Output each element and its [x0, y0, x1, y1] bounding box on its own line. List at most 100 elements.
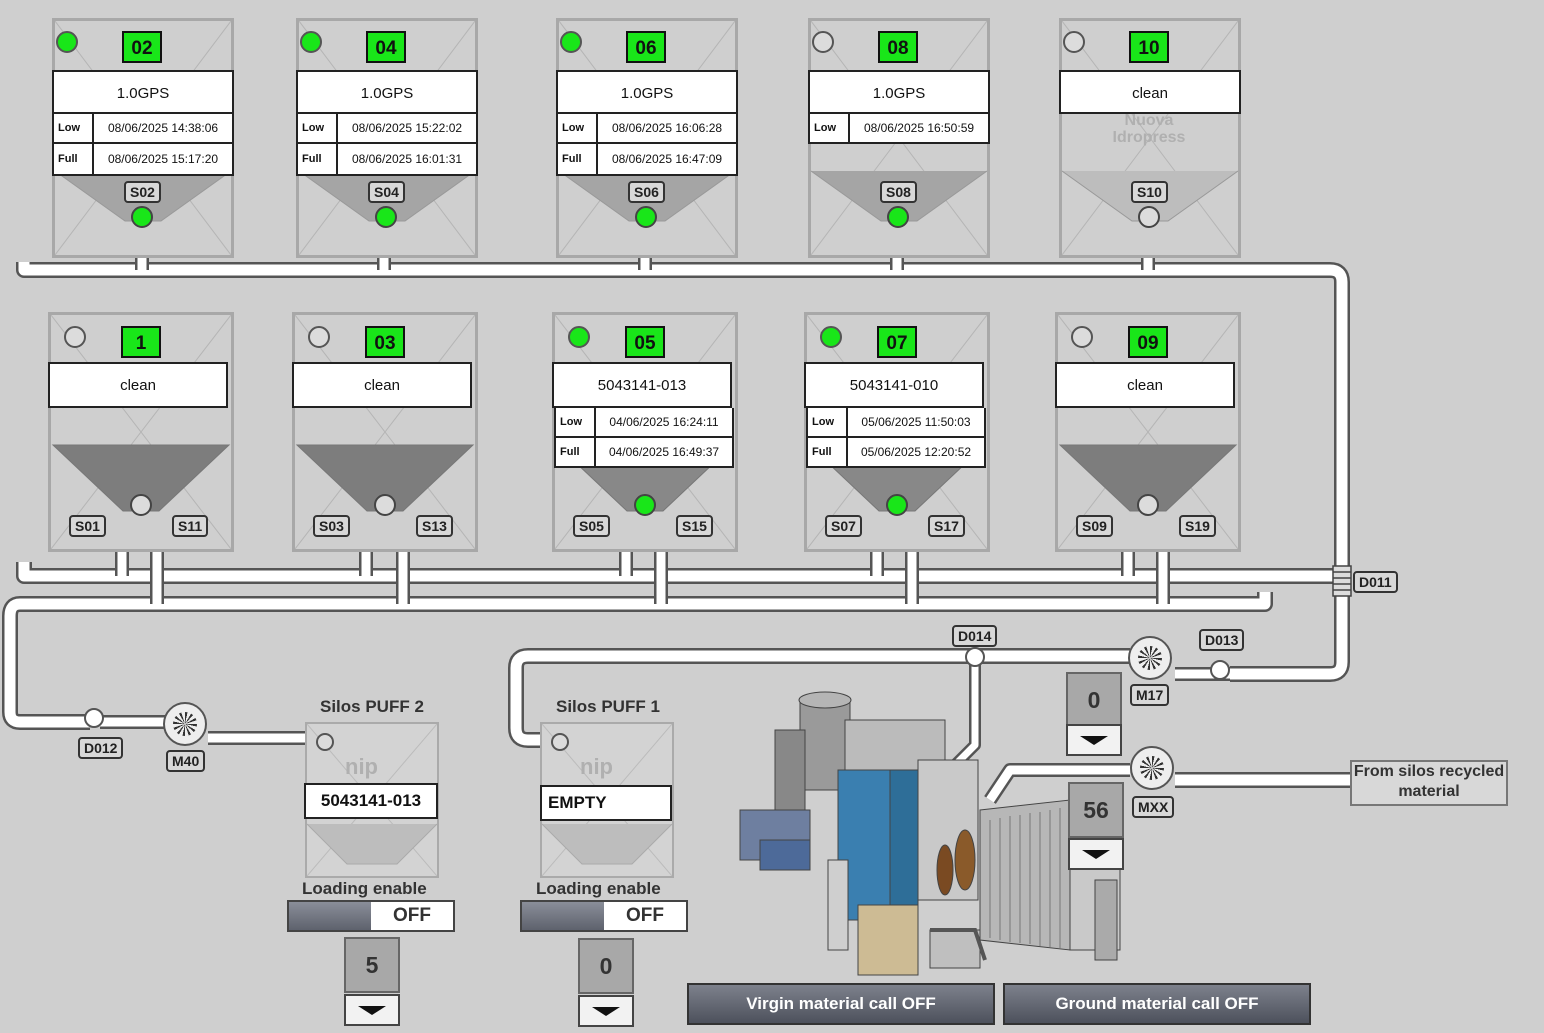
puff2-loading-toggle[interactable]: OFF: [287, 900, 455, 932]
valve-tag-S10[interactable]: S10: [1131, 181, 1168, 203]
valve-tag-S15[interactable]: S15: [676, 515, 713, 537]
upper-silo-number: 08: [878, 31, 918, 63]
full-label: Full: [298, 144, 338, 174]
fan-m40-tag[interactable]: M40: [166, 750, 206, 772]
valve-tag-S02[interactable]: S02: [124, 181, 161, 203]
damper-d013-tag[interactable]: D013: [1199, 629, 1245, 651]
virgin-material-call-button[interactable]: Virgin material call OFF: [687, 983, 995, 1025]
valve-tag-S01[interactable]: S01: [69, 515, 106, 537]
low-timestamp: 08/06/2025 15:22:02: [351, 121, 463, 135]
puff2-loading-label: Loading enable: [302, 879, 427, 898]
discharge-valve-1[interactable]: [130, 494, 152, 516]
lower-silo-number: 07: [877, 326, 917, 358]
damper-d012-tag[interactable]: D012: [78, 737, 124, 759]
upper-silo-material: 1.0GPS: [296, 70, 478, 114]
full-timestamp: 04/06/2025 16:49:37: [608, 445, 720, 459]
valve-tag-S05[interactable]: S05: [573, 515, 610, 537]
damper-d014-tag[interactable]: D014: [952, 625, 998, 647]
valve-tag-S09[interactable]: S09: [1076, 515, 1113, 537]
fan-mxx-tag[interactable]: MXX: [1132, 796, 1175, 818]
fan-m17-icon[interactable]: [1128, 636, 1172, 680]
upper-silo-number: 04: [366, 31, 406, 63]
from-silos-recycled-label: From silos recycled material: [1350, 760, 1508, 806]
upper-silo-06-lamp: [560, 31, 582, 53]
lower-silo-1-lamp: [64, 326, 86, 348]
discharge-valve-05[interactable]: [634, 494, 656, 516]
discharge-valve-S06[interactable]: [635, 206, 657, 228]
valve-tag-S06[interactable]: S06: [628, 181, 665, 203]
mxx-counter-dropdown[interactable]: [1068, 838, 1124, 870]
puff1-status-lamp: [551, 733, 569, 751]
puff1-loading-label: Loading enable: [536, 879, 661, 898]
valve-tag-S03[interactable]: S03: [313, 515, 350, 537]
low-label: Low: [810, 114, 850, 142]
valve-tag-S19[interactable]: S19: [1179, 515, 1216, 537]
valve-tag-S08[interactable]: S08: [880, 181, 917, 203]
puff1-toggle-state: OFF: [626, 905, 664, 926]
puff2-counter-dropdown[interactable]: [344, 994, 400, 1026]
lower-silo-03-lamp: [308, 326, 330, 348]
low-label: Low: [298, 114, 338, 142]
puff1-loading-toggle[interactable]: OFF: [520, 900, 688, 932]
low-timestamp: 05/06/2025 11:50:03: [861, 415, 971, 429]
valve-tag-S11[interactable]: S11: [172, 515, 209, 537]
valve-tag-S07[interactable]: S07: [825, 515, 862, 537]
low-timestamp: 08/06/2025 16:06:28: [611, 121, 723, 135]
upper-silo-material: 1.0GPS: [556, 70, 738, 114]
lower-silo-low-row: Low 05/06/2025 11:50:03: [806, 408, 986, 438]
puff2-counter: 5: [344, 937, 400, 993]
mxx-counter: 56: [1068, 782, 1124, 838]
ground-material-call-button[interactable]: Ground material call OFF: [1003, 983, 1311, 1025]
low-label: Low: [558, 114, 598, 142]
puff1-counter-dropdown[interactable]: [578, 995, 634, 1027]
upper-silo-10-lamp: [1063, 31, 1085, 53]
upper-silo-number: 10: [1129, 31, 1169, 63]
upper-silo-low-row: Low 08/06/2025 16:06:28: [556, 114, 738, 144]
low-timestamp: 08/06/2025 16:50:59: [863, 121, 975, 135]
upper-silo-04-lamp: [300, 31, 322, 53]
puff2-title: Silos PUFF 2: [320, 697, 424, 716]
damper-d011-tag[interactable]: D011: [1353, 571, 1398, 593]
low-label: Low: [54, 114, 94, 142]
upper-silo-material: 1.0GPS: [52, 70, 234, 114]
discharge-valve-S10[interactable]: [1138, 206, 1160, 228]
discharge-valve-09[interactable]: [1137, 494, 1159, 516]
fan-m40-icon[interactable]: [163, 702, 207, 746]
upper-silo-low-row: Low 08/06/2025 15:22:02: [296, 114, 478, 144]
valve-tag-S13[interactable]: S13: [416, 515, 453, 537]
m17-counter-dropdown[interactable]: [1066, 724, 1122, 756]
full-label: Full: [54, 144, 94, 174]
fan-mxx-icon[interactable]: [1130, 746, 1174, 790]
upper-silo-material: clean: [1059, 70, 1241, 114]
discharge-valve-07[interactable]: [886, 494, 908, 516]
full-timestamp: 08/06/2025 16:01:31: [351, 152, 463, 166]
valve-tag-S17[interactable]: S17: [928, 515, 965, 537]
lower-silo-number: 1: [121, 326, 161, 358]
discharge-valve-S08[interactable]: [887, 206, 909, 228]
discharge-valve-S02[interactable]: [131, 206, 153, 228]
puff1-title: Silos PUFF 1: [556, 697, 660, 716]
low-timestamp: 04/06/2025 16:24:11: [609, 415, 719, 429]
valve-tag-S04[interactable]: S04: [368, 181, 405, 203]
puff2-toggle-knob: [289, 902, 371, 930]
lower-silo-material: clean: [1055, 362, 1235, 408]
lower-silo-number: 03: [365, 326, 405, 358]
puff1-material-field: EMPTY: [540, 785, 672, 821]
discharge-valve-03[interactable]: [374, 494, 396, 516]
m17-counter: 0: [1066, 672, 1122, 728]
upper-silo-number: 02: [122, 31, 162, 63]
upper-silo-low-row: Low 08/06/2025 16:50:59: [808, 114, 990, 144]
lower-silo-material: 5043141-013: [552, 362, 732, 408]
low-label: Low: [556, 408, 596, 436]
lower-silo-low-row: Low 04/06/2025 16:24:11: [554, 408, 734, 438]
upper-silo-material: 1.0GPS: [808, 70, 990, 114]
discharge-valve-S04[interactable]: [375, 206, 397, 228]
lower-silo-number: 05: [625, 326, 665, 358]
fan-m17-tag[interactable]: M17: [1130, 684, 1170, 706]
low-label: Low: [808, 408, 848, 436]
puff1-counter: 0: [578, 938, 634, 994]
